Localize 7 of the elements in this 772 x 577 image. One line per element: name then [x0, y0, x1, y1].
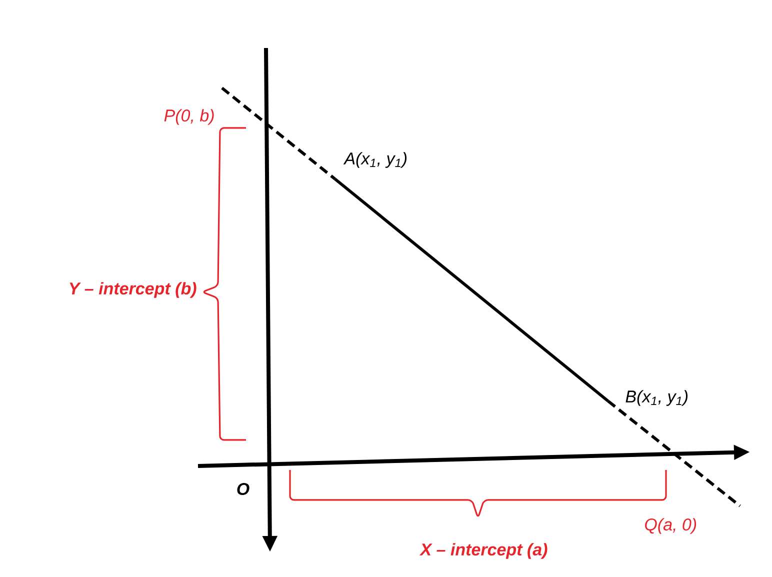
intercept-label: X – intercept (a) — [419, 543, 548, 559]
point-label: B(x$_{1}$, y$_{1}$) — [626, 390, 688, 406]
point-label: Q(a, 0) — [645, 518, 696, 534]
origin-label: O — [237, 482, 250, 495]
point-label: P(0, b) — [164, 109, 214, 125]
point-label: A(x$_{1}$, y$_{1}$) — [343, 152, 407, 168]
intercept-label: Y – intercept (b) — [70, 282, 196, 298]
